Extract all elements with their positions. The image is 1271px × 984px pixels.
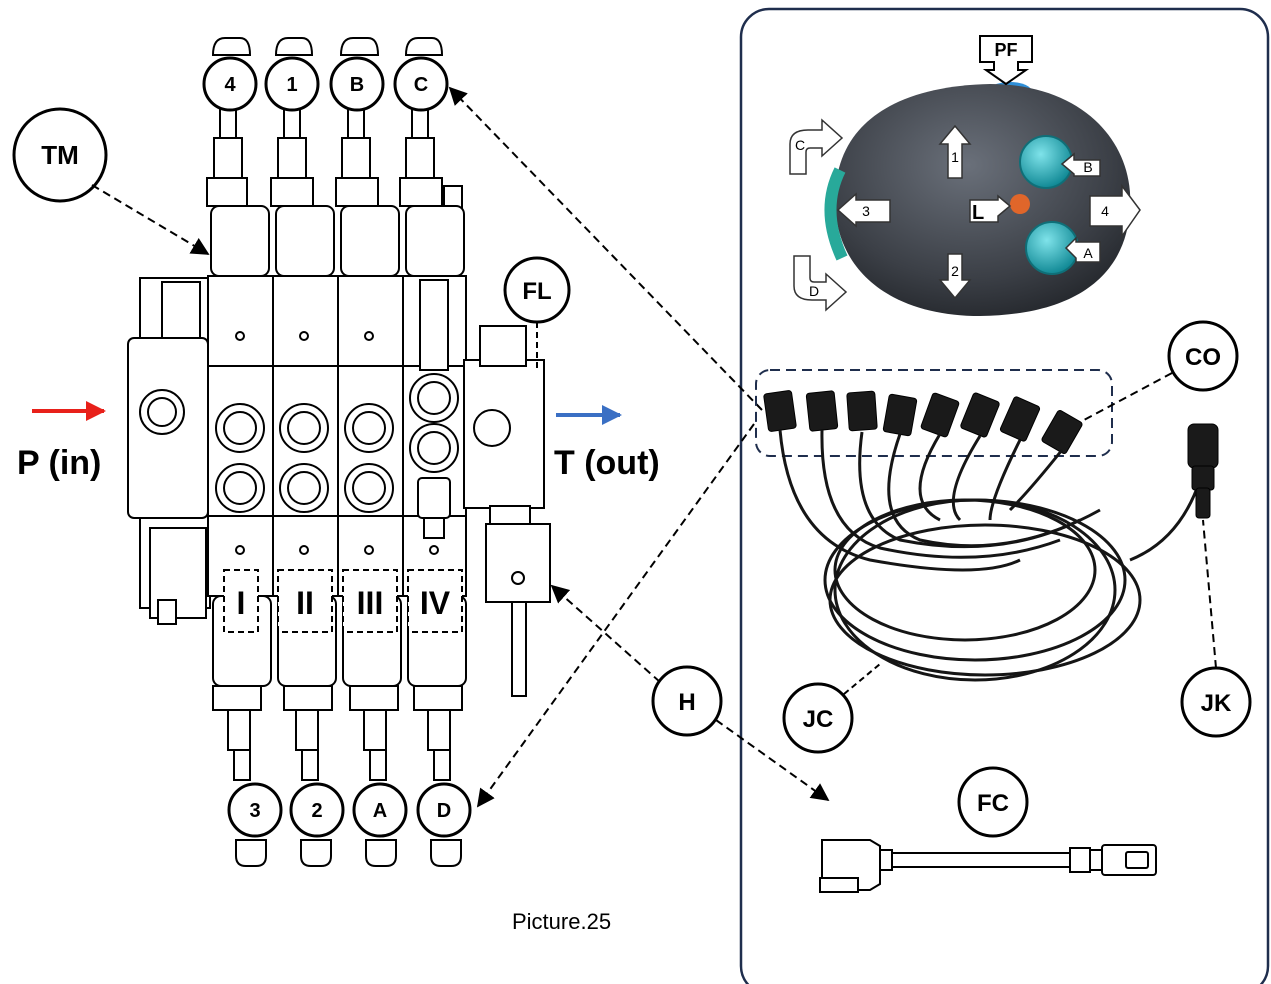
valve-block (127, 37, 551, 867)
section-box-4 (407, 569, 463, 633)
rotate-d-label: D (809, 283, 819, 299)
callout-circle-tm (12, 107, 108, 203)
section-label-1: I (237, 585, 246, 621)
arrow-4-label: 4 (1101, 203, 1109, 219)
section-box-2 (277, 569, 333, 633)
outlet-label: T (out) (554, 444, 660, 482)
port-circle-bottom-A (352, 782, 408, 838)
port-circle-bottom-2 (289, 782, 345, 838)
arrow-1-icon (938, 124, 972, 179)
callout-fc: FC (977, 790, 1009, 817)
leader-co-to-d (476, 423, 755, 808)
arrow-1-label: 1 (951, 149, 959, 165)
callout-fl: FL (522, 278, 551, 305)
callout-co: CO (1185, 344, 1221, 371)
port-circle-top-B (329, 56, 385, 112)
callout-jk: JK (1201, 690, 1232, 717)
port-label-top-C: C (414, 74, 428, 96)
leader-jk (1202, 519, 1217, 669)
indicator-l-label: L (972, 202, 984, 224)
inlet-label: P (in) (17, 444, 101, 482)
port-label-bottom-D: D (437, 800, 451, 822)
arrow-a-label: A (1083, 245, 1093, 261)
port-circle-top-1 (264, 56, 320, 112)
rotate-c-icon (789, 118, 844, 175)
port-label-bottom-3: 3 (249, 800, 260, 822)
rotate-d-icon (793, 255, 848, 312)
callout-h: H (678, 689, 695, 716)
section-label-2: II (296, 585, 314, 621)
leader-co (1083, 372, 1173, 421)
section-boxes (223, 569, 463, 633)
arrow-4-icon (1089, 183, 1141, 239)
arrow-2-label: 2 (951, 263, 959, 279)
cable-harness (763, 390, 1219, 682)
arrow-3-label: 3 (862, 203, 870, 219)
arrow-b-label: B (1083, 159, 1092, 175)
callout-circle-co (1167, 320, 1239, 392)
figure-caption: Picture.25 (512, 909, 611, 934)
callout-tm: TM (41, 140, 79, 170)
port-label-bottom-2: 2 (311, 800, 322, 822)
section-box-1 (223, 569, 259, 633)
leader-co-to-c (448, 86, 763, 411)
pf-callout (979, 35, 1033, 86)
arrow-2-icon (938, 253, 972, 300)
callout-jc: JC (803, 706, 834, 733)
fc-cable (819, 839, 1157, 893)
port-label-top-B: B (350, 74, 364, 96)
pf-label: PF (994, 40, 1017, 60)
indicator-light (1010, 194, 1030, 214)
components-panel (739, 7, 1270, 984)
section-label-3: III (357, 585, 384, 621)
port-label-top-1: 1 (286, 74, 297, 96)
section-box-3 (342, 569, 398, 633)
port-circle-bottom-D (416, 782, 472, 838)
callout-circle-fc (957, 766, 1029, 838)
section-label-4: IV (420, 585, 451, 621)
callout-circle-h (651, 665, 723, 737)
leader-tm (91, 184, 210, 255)
arrow-b-icon (1060, 152, 1101, 177)
callout-circle-jc (782, 682, 854, 754)
leader-h-to-connector (550, 584, 661, 683)
rotate-c-label: C (795, 137, 805, 153)
connector-group-box (755, 369, 1113, 457)
port-label-bottom-A: A (373, 800, 387, 822)
arrow-3-icon (836, 192, 891, 228)
leader-h-to-fc (715, 719, 830, 802)
joystick (824, 82, 1131, 316)
port-label-top-4: 4 (224, 74, 236, 96)
port-circle-top-4 (202, 56, 258, 112)
arrow-a-icon (1064, 236, 1101, 263)
port-circle-bottom-3 (227, 782, 283, 838)
port-circle-top-C (393, 56, 449, 112)
leader-jc (843, 663, 881, 695)
arrow-l-icon (969, 194, 1012, 223)
